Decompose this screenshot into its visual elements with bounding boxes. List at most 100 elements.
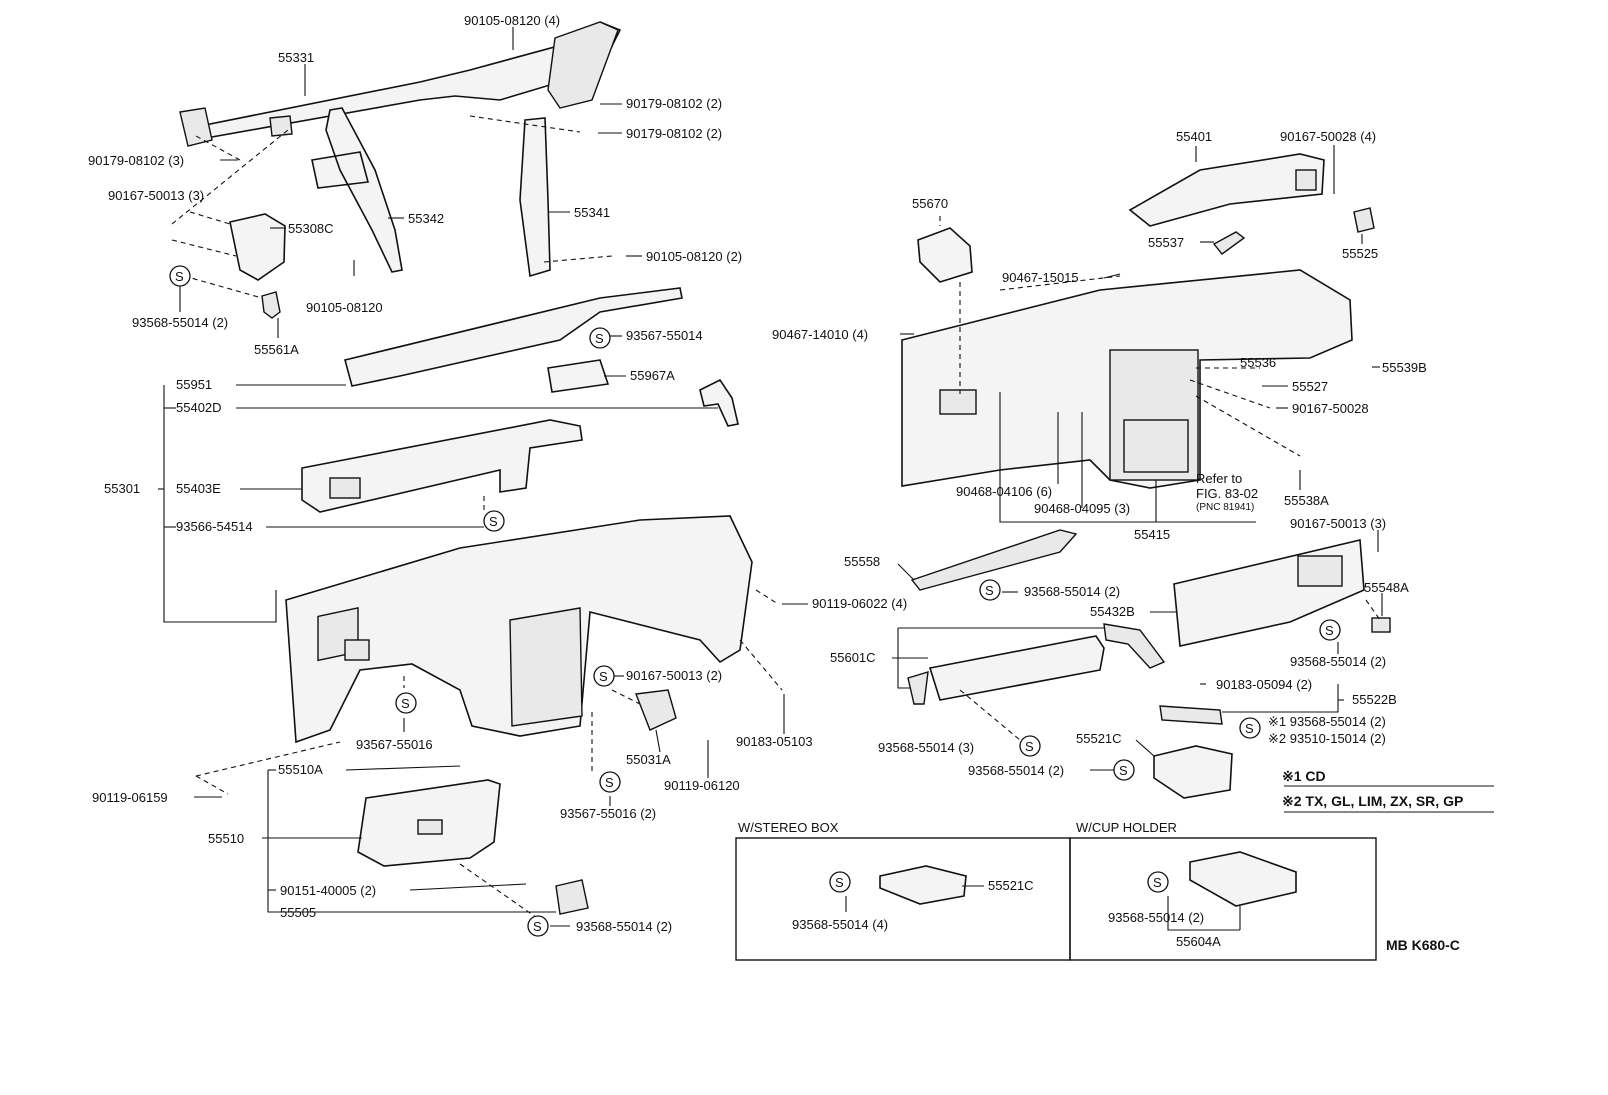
label-55432B: 55432B <box>1090 604 1135 619</box>
label-93567-55014: 93567-55014 <box>626 328 703 343</box>
label-55401: 55401 <box>1176 129 1212 144</box>
svg-text:S: S <box>985 583 994 598</box>
label-cup-holder-title: W/CUP HOLDER <box>1076 820 1177 835</box>
label-90468-04095-3: 90468-04095 (3) <box>1034 501 1130 516</box>
label-55331: 55331 <box>278 50 314 65</box>
brace-55341 <box>519 117 551 278</box>
label-90179-08102-2a: 90179-08102 (2) <box>626 96 722 111</box>
label-90167-50028-4: 90167-50028 (4) <box>1280 129 1376 144</box>
s-symbol: S <box>589 327 611 349</box>
vent-55403E <box>329 477 361 499</box>
label-90105-08120-2: 90105-08120 (2) <box>646 249 742 264</box>
label-90183-05103: 90183-05103 <box>736 734 813 749</box>
label-90105-08120-4: 90105-08120 (4) <box>464 13 560 28</box>
label-note1: ※1 93568-55014 (2) <box>1268 714 1386 729</box>
vent-55432B <box>1297 555 1343 587</box>
label-refer-pnc: (PNC 81941) <box>1196 502 1254 513</box>
label-93568-55014-3: 93568-55014 (3) <box>878 740 974 755</box>
part-labels: 55331 90105-08120 (4) 90179-08102 (2) 90… <box>88 13 1463 953</box>
s-symbols: S S S S S S S S S S S S S S <box>169 265 1341 937</box>
svg-text:S: S <box>489 514 498 529</box>
svg-text:S: S <box>175 269 184 284</box>
s-symbol: S <box>395 692 417 714</box>
svg-text:S: S <box>1119 763 1128 778</box>
brace-55342 <box>311 107 403 273</box>
label-90167-50013-3a: 90167-50013 (3) <box>108 188 204 203</box>
label-90151-40005-2: 90151-40005 (2) <box>280 883 376 898</box>
label-55402D: 55402D <box>176 400 222 415</box>
label-93567-55016-2: 93567-55016 (2) <box>560 806 656 821</box>
label-55308C: 55308C <box>288 221 334 236</box>
glovebox-handle <box>417 819 443 835</box>
label-55558: 55558 <box>844 554 880 569</box>
label-55403E: 55403E <box>176 481 221 496</box>
label-55527: 55527 <box>1292 379 1328 394</box>
label-55548A: 55548A <box>1364 580 1409 595</box>
label-93568-55014-2e: 93568-55014 (2) <box>968 763 1064 778</box>
label-55539B: 55539B <box>1382 360 1427 375</box>
label-55951: 55951 <box>176 377 212 392</box>
label-55415: 55415 <box>1134 527 1170 542</box>
part-55522B <box>1159 705 1223 725</box>
label-55505: 55505 <box>280 905 316 920</box>
svg-text:S: S <box>595 331 604 346</box>
s-symbol: S <box>1319 619 1341 641</box>
figure-code: MB K680-C <box>1386 937 1460 953</box>
s-symbol: S <box>1239 717 1261 739</box>
part-55548A <box>1371 617 1391 633</box>
label-90119-06120: 90119-06120 <box>664 778 740 793</box>
pad-55403E <box>301 419 583 513</box>
label-93568-55014-2b: 93568-55014 (2) <box>576 919 672 934</box>
s-symbol: S <box>829 871 851 893</box>
label-55601C: 55601C <box>830 650 876 665</box>
pad-55401 <box>1128 153 1325 227</box>
s-symbol: S <box>527 915 549 937</box>
label-90179-08102-2b: 90179-08102 (2) <box>626 126 722 141</box>
label-90467-15015: 90467-15015 <box>1002 270 1079 285</box>
label-90167-50028: 90167-50028 <box>1292 401 1369 416</box>
label-93568-55014-2d: 93568-55014 (2) <box>1290 654 1386 669</box>
label-55967A: 55967A <box>630 368 675 383</box>
label-93567-55016: 93567-55016 <box>356 737 433 752</box>
legend-note1: ※1 CD <box>1282 768 1326 784</box>
svg-text:S: S <box>1025 739 1034 754</box>
label-90167-50013-2: 90167-50013 (2) <box>626 668 722 683</box>
bracket-55308C <box>229 213 286 281</box>
s-symbol: S <box>1019 735 1041 757</box>
s-symbol: S <box>979 579 1001 601</box>
label-55510: 55510 <box>208 831 244 846</box>
s-symbol: S <box>599 771 621 793</box>
part-55525 <box>1353 207 1375 233</box>
clip-55601C <box>907 671 929 705</box>
inset-cup-holder <box>1069 837 1377 961</box>
s-symbol: S <box>593 665 615 687</box>
svg-text:S: S <box>1153 875 1162 890</box>
svg-text:S: S <box>1245 721 1254 736</box>
label-93566-54514: 93566-54514 <box>176 519 253 534</box>
label-55341: 55341 <box>574 205 610 220</box>
label-55670: 55670 <box>912 196 948 211</box>
legend-note2: ※2 TX, GL, LIM, ZX, SR, GP <box>1282 793 1463 809</box>
svg-text:S: S <box>835 875 844 890</box>
label-90105-08120: 90105-08120 <box>306 300 383 315</box>
label-55301: 55301 <box>104 481 140 496</box>
stereo-box-55521C <box>879 865 967 905</box>
label-93568-55014-2c: 93568-55014 (2) <box>1024 584 1120 599</box>
svg-text:S: S <box>1325 623 1334 638</box>
svg-text:S: S <box>599 669 608 684</box>
instrument-panel-55301 <box>285 515 753 744</box>
box-55521C <box>1153 745 1233 799</box>
label-refer-fig: FIG. 83-02 <box>1196 486 1258 501</box>
label-55521C: 55521C <box>1076 731 1122 746</box>
s-symbol: S <box>169 265 191 287</box>
s-symbol: S <box>1113 759 1135 781</box>
label-55538A: 55538A <box>1284 493 1329 508</box>
latch-55505 <box>555 879 589 915</box>
label-55525: 55525 <box>1342 246 1378 261</box>
label-cup-screw: 93568-55014 (2) <box>1108 910 1204 925</box>
label-55536: 55536 <box>1240 355 1276 370</box>
label-55510A: 55510A <box>278 762 323 777</box>
label-90468-04106-6: 90468-04106 (6) <box>956 484 1052 499</box>
